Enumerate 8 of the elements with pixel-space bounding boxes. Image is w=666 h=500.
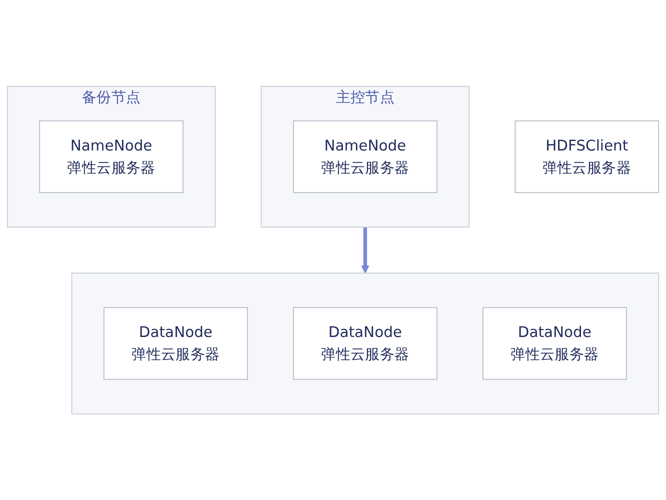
cluster — [71, 272, 660, 414]
node-box: NameNode 弹性云服务器 — [292, 120, 438, 193]
node-box: DataNode 弹性云服务器 — [104, 307, 248, 380]
node-box: NameNode 弹性云服务器 — [39, 120, 184, 193]
arrow — [361, 227, 370, 274]
node-box: DataNode 弹性云服务器 — [292, 307, 438, 380]
node-box: DataNode 弹性云服务器 — [482, 307, 627, 380]
node-box: HDFSClient 弹性云服务器 — [514, 120, 660, 193]
